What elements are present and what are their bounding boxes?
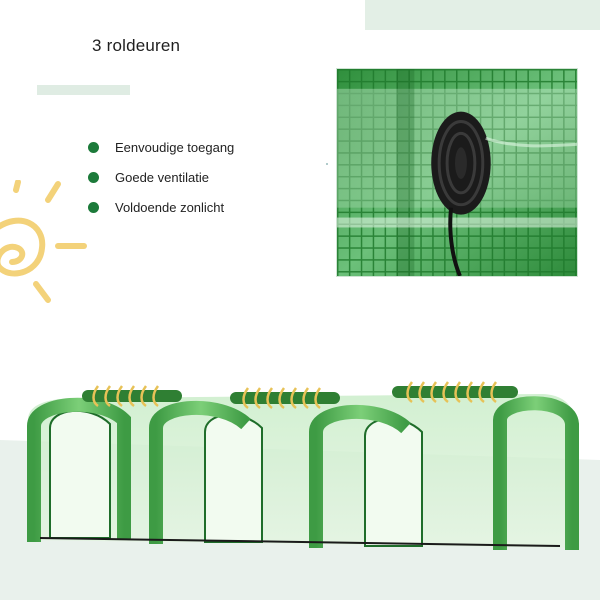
top-accent-band: [365, 0, 600, 30]
feature-item: Voldoende zonlicht: [88, 192, 234, 222]
page-title: 3 roldeuren: [92, 36, 181, 55]
sun-doodle-icon: [0, 180, 87, 303]
title-accent-bar: [37, 85, 130, 95]
feature-label: Voldoende zonlicht: [115, 199, 225, 215]
rolled-door-closeup-image: [336, 68, 578, 277]
feature-label: Goede ventilatie: [115, 169, 209, 185]
feature-item: Eenvoudige toegang: [88, 132, 234, 162]
greenhouse-tunnel-image: [27, 381, 579, 550]
bullet-dot-icon: [88, 201, 99, 213]
bullet-dot-icon: [88, 141, 99, 153]
feature-list: Eenvoudige toegang Goede ventilatie Vold…: [88, 132, 234, 222]
feature-item: Goede ventilatie: [88, 162, 234, 192]
bullet-dot-icon: [88, 171, 99, 183]
feature-label: Eenvoudige toegang: [115, 139, 235, 155]
decorative-dot: [326, 163, 328, 165]
